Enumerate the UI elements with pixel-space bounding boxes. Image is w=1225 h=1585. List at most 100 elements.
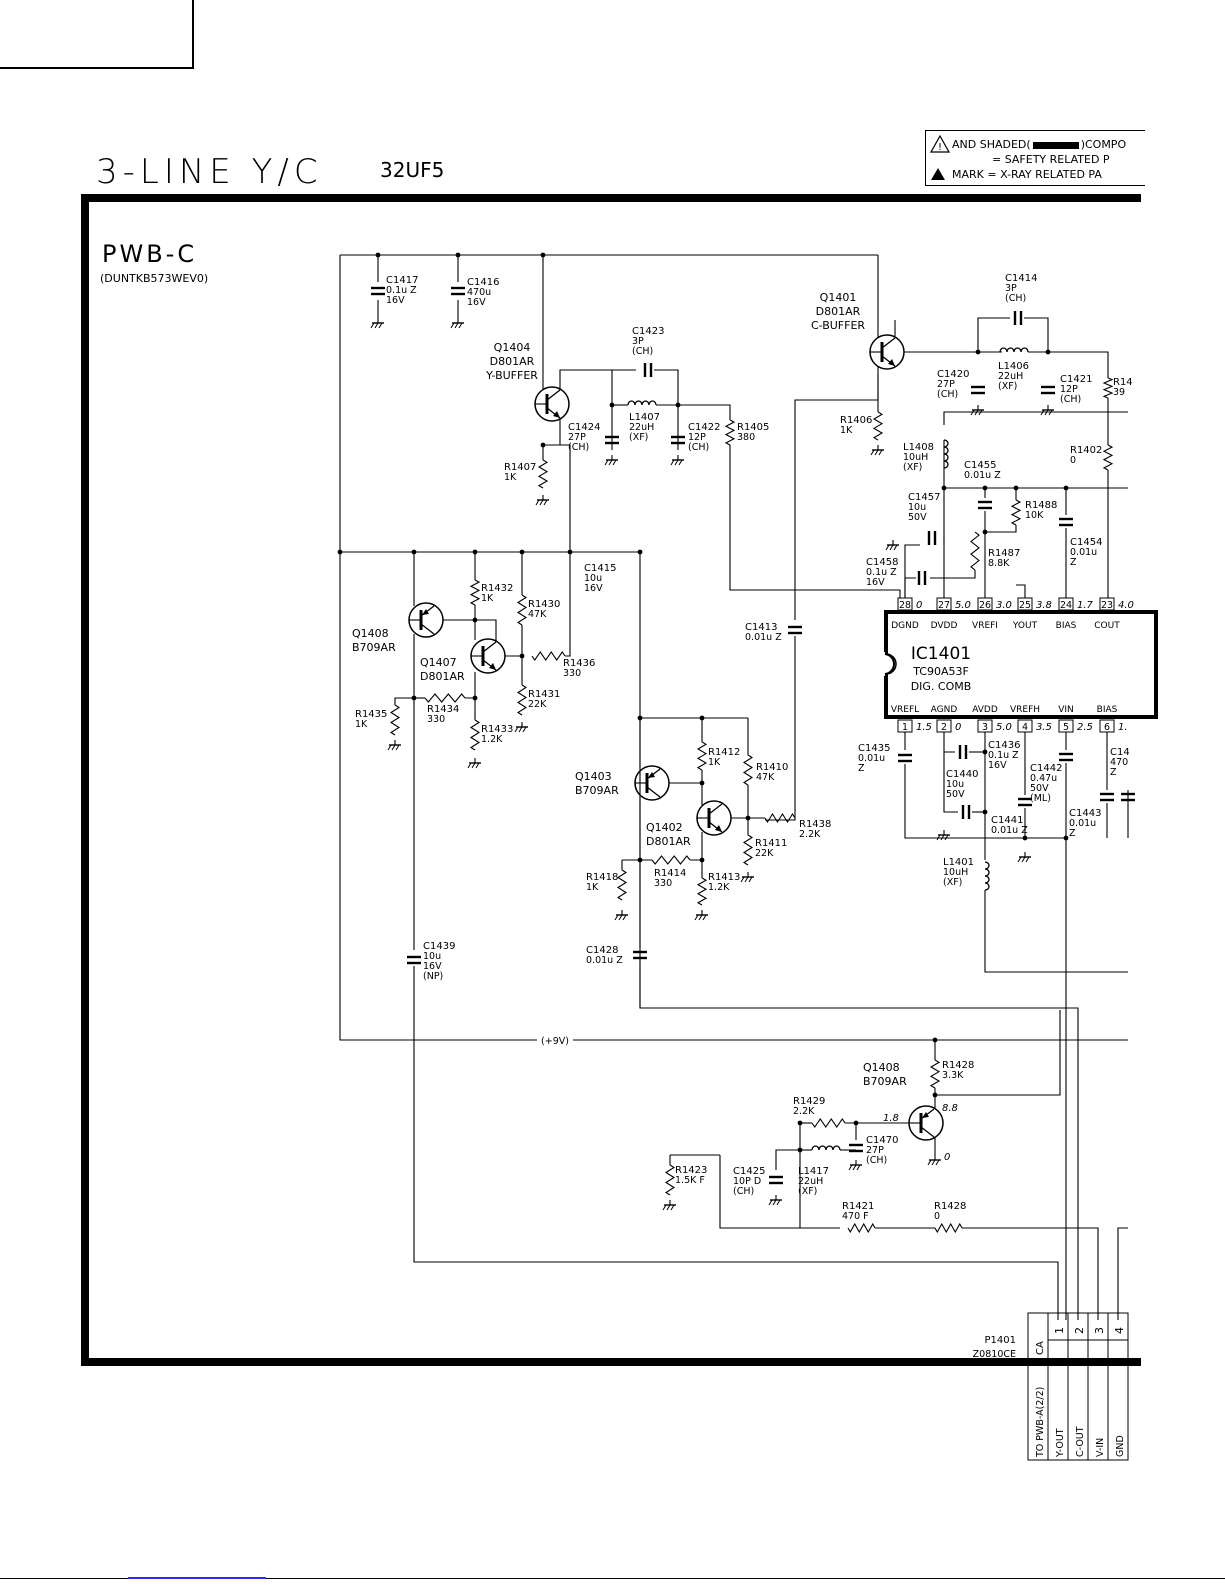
ic-notch [885,653,897,675]
component-ref: R1436 [563,658,595,669]
wire [794,375,879,620]
component-ref: C14 [1110,747,1130,758]
wire [984,890,1128,973]
resistor-symbol [516,594,528,626]
wire [690,832,703,861]
resistor-symbol [537,459,549,489]
ic-pin-name: VREFL [891,705,919,715]
component-ref: C1423 [632,326,664,337]
ic-pin-number: 25 [1019,600,1031,611]
component-ref: C1421 [1060,374,1092,385]
junction-dot [699,715,705,721]
wire [904,764,1066,839]
ground-symbol [514,726,519,733]
component-ref: R1438 [799,819,831,830]
transistor-arrow [922,1112,929,1118]
wire [904,544,920,598]
resistor-symbol [531,651,566,661]
ic-pin-voltage: 1. [1118,722,1128,733]
junction-dot [797,1120,803,1126]
ic-pin-voltage: 0 [916,600,922,611]
ground-symbol [885,544,890,551]
component-value: 0.01u Z [991,825,1028,836]
component-ref: R1488 [1025,500,1057,511]
ic-pin-voltage: 0 [955,722,961,733]
component-rating: Z [1110,767,1117,778]
ground-symbol [744,876,749,883]
connector-pin-number: 3 [1093,1327,1106,1334]
ground-symbol [387,744,392,751]
wire [413,966,1059,1320]
transistor-ref: Q1402 [646,821,683,834]
component-value: 47K [756,772,775,783]
diagram-title: 3-LINE Y/C [96,152,323,192]
ic-pin-name: AVDD [972,705,998,715]
ground-symbol [618,914,623,921]
junction-dot [745,815,751,821]
connector-body [1027,1312,1129,1461]
ground-symbol [475,762,480,769]
warning-triangle-icon [934,138,950,153]
ground-symbol [666,1204,671,1211]
board-frame [81,194,1141,1366]
component-value: 27P [937,379,955,390]
transistor-part: D801AR [646,835,691,848]
ic-pin-number: 28 [899,600,911,611]
wire [1024,317,1049,352]
wire [904,317,1010,353]
ground-symbol [772,1199,777,1206]
shaded-bar-icon [1032,141,1079,149]
ground-symbol [870,449,875,456]
ground-symbol [670,459,675,466]
inductor-symbol [627,400,657,406]
component-value: 0.1u Z [866,567,897,578]
wire [985,525,1017,533]
junction-dot [472,695,478,701]
ground-symbol [539,499,544,506]
junction-dot [699,780,705,786]
ground-symbol [940,834,945,841]
component-value: 330 [563,668,581,679]
ground-symbol [748,876,753,883]
component-value: 330 [427,714,445,725]
ground-symbol [535,499,540,506]
ic-pin-voltage: 5.0 [955,600,971,611]
resistor-symbol [616,869,628,901]
transistor-lead [920,1126,935,1138]
ground-symbol [694,914,699,921]
footer-link-underline[interactable] [128,1577,266,1579]
ground-symbol [454,322,459,329]
component-ref: R1434 [427,704,459,715]
component-ref: C1416 [467,277,499,288]
ground-symbol [893,544,898,551]
component-type: (NP) [423,971,443,982]
ground-symbol [936,834,941,841]
ground-symbol [1025,856,1030,863]
component-ref: L1407 [629,412,660,423]
ground-symbol [622,914,627,921]
component-rating: (XF) [903,462,922,473]
ground-symbol [674,459,679,466]
resistor-symbol [516,684,528,716]
component-value: 380 [737,432,755,443]
ground-symbol [702,914,707,921]
component-ref: R1411 [755,838,787,849]
ground-symbol [374,322,379,329]
component-value: 22K [755,848,774,859]
ic-pin-name: VREFI [972,621,998,631]
filled-triangle-icon [931,168,945,180]
component-value: 22uH [998,371,1023,382]
ic-pin-number: 27 [938,600,950,611]
component-ref: R1428 [934,1201,966,1212]
junction-dot [932,1092,938,1098]
component-value: 0.01u Z [586,955,623,966]
resistor-symbol [469,719,481,751]
component-ref: C1439 [423,941,455,952]
component-value: 0.01u [1070,547,1097,558]
component-value: 0.1u Z [988,750,1019,761]
component-rating: 16V [467,297,486,308]
component-value: 10uH [903,452,928,463]
component-ref: C1442 [1030,763,1062,774]
transistor-lead [546,389,561,401]
ground-symbol [1017,856,1022,863]
